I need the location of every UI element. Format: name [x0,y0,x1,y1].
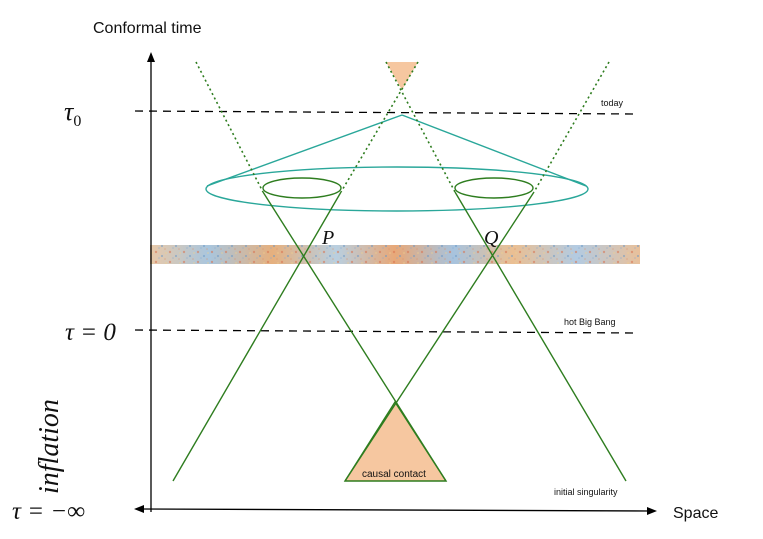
today-line [134,110,638,115]
tau-minus-inf-label: τ = −∞ [12,498,85,525]
x-axis-title: Space [673,505,718,522]
tau0-label: τ0 [64,97,81,130]
hot-big-bang-line [134,329,638,334]
arrow-up-icon [147,52,155,62]
arrow-left-icon [134,505,144,513]
space-axis [141,508,651,512]
observer-light-cone [205,114,589,212]
inflation-label: inflation [34,399,65,494]
tau-zero-label: τ = 0 [65,319,116,346]
tau0-symbol: τ [64,97,75,126]
causal-contact-label: causal contact [362,469,426,480]
point-q-label: Q [484,227,499,249]
cmb-band [150,245,640,264]
future-cone-region [386,62,418,90]
hot-big-bang-label: hot Big Bang [564,317,616,327]
y-axis-title: Conformal time [93,20,202,37]
point-p-label: P [321,227,334,249]
initial-singularity-label: initial singularity [554,487,618,497]
light-cone-dotted [195,61,610,193]
arrow-right-icon [647,507,657,515]
tau0-subscript: 0 [73,113,81,130]
light-cone-lines [172,177,627,482]
today-label: today [601,98,624,108]
